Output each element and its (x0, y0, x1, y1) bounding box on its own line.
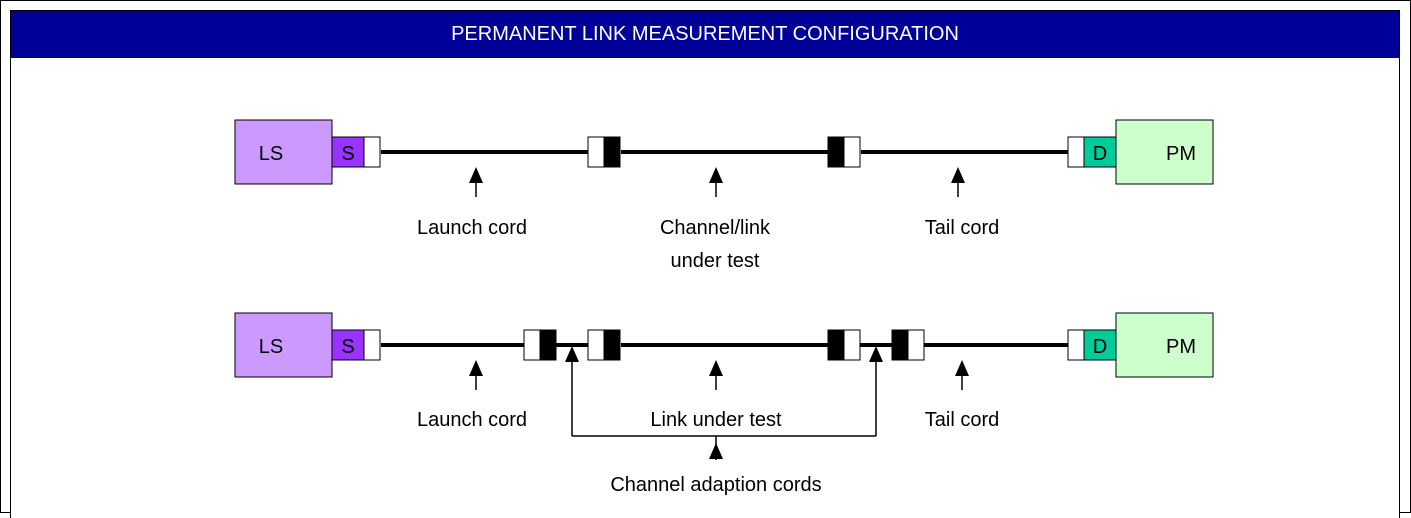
link-start-connector-white (587, 329, 605, 361)
link-end-connector-black (827, 329, 845, 361)
diagram-1: LS S D PM Launch c (234, 119, 1214, 272)
connector-pair-2-white (843, 136, 861, 168)
launch-cord-label: Launch cord (417, 217, 527, 239)
light-source-label: LS (259, 143, 283, 165)
source-port-2 (331, 329, 365, 361)
light-source-box-2 (234, 312, 333, 378)
adaption-cords-bracket (565, 346, 883, 460)
light-source-label-2: LS (259, 336, 283, 358)
launch-end-connector-white (523, 329, 541, 361)
tail-start-connector-white (907, 329, 925, 361)
launch-end-connector-black (539, 329, 557, 361)
detector-port-label-2: D (1093, 336, 1107, 358)
link-arrow-2 (709, 360, 723, 390)
tail-start-connector-black (891, 329, 909, 361)
power-meter-label: PM (1166, 143, 1196, 165)
link-under-test-label-2: Link under test (650, 409, 782, 431)
launch-connector (363, 136, 381, 168)
launch-connector-2 (363, 329, 381, 361)
figure-title: PERMANENT LINK MEASUREMENT CONFIGURATION (10, 10, 1400, 58)
source-port (331, 136, 365, 168)
link-end-connector-white (843, 329, 861, 361)
tail-connector (1067, 136, 1085, 168)
diagram-2: LS S D PM (234, 312, 1214, 496)
channel-label-line1: Channel/link (660, 217, 771, 239)
source-port-label: S (341, 143, 354, 165)
connector-pair-1-white (587, 136, 605, 168)
power-meter-label-2: PM (1166, 336, 1196, 358)
detector-port-label: D (1093, 143, 1107, 165)
connector-pair-2-black (827, 136, 845, 168)
power-meter-box (1115, 119, 1214, 185)
channel-label-line2: under test (671, 250, 760, 272)
link-start-connector-black (603, 329, 621, 361)
adaption-cords-label: Channel adaption cords (610, 474, 821, 496)
detector-port-2 (1083, 329, 1117, 361)
launch-cord-label-2: Launch cord (417, 409, 527, 431)
tail-cord-arrow (951, 167, 965, 197)
source-port-label-2: S (341, 336, 354, 358)
channel-arrow (709, 167, 723, 197)
tail-cord-arrow-2 (955, 360, 969, 390)
launch-cord-arrow (469, 167, 483, 197)
connector-pair-1-black (603, 136, 621, 168)
tail-cord-label: Tail cord (925, 217, 999, 239)
tail-cord-label-2: Tail cord (925, 409, 999, 431)
tail-connector-2 (1067, 329, 1085, 361)
light-source-box (234, 119, 333, 185)
launch-cord-arrow-2 (469, 360, 483, 390)
power-meter-box-2 (1115, 312, 1214, 378)
